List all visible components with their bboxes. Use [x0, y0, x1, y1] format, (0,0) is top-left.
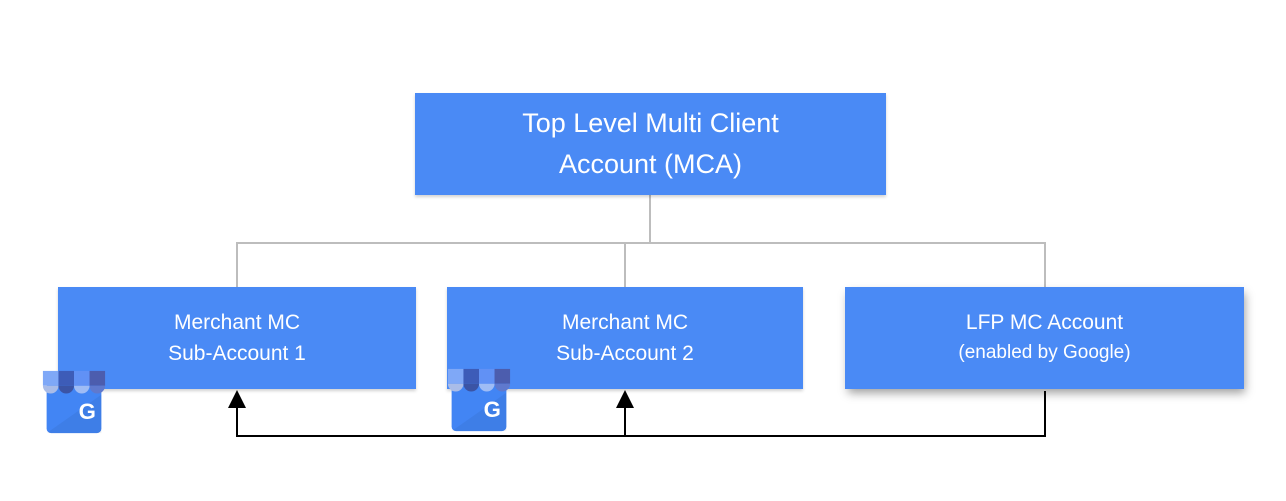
arrowhead-to-sub2	[616, 390, 634, 408]
google-business-profile-icon: G	[42, 370, 106, 434]
arrow-line-from-lfp	[1044, 391, 1046, 437]
node-lfp-mc-account: LFP MC Account (enabled by Google)	[845, 287, 1244, 389]
node-merchant-sub-account-1: Merchant MC Sub-Account 1	[58, 287, 416, 389]
arrowhead-to-sub1	[228, 390, 246, 408]
arrow-line-horizontal	[236, 435, 1046, 437]
google-business-profile-icon: G	[447, 368, 511, 432]
node-label-line2: Account (MCA)	[558, 149, 743, 179]
node-top-level-mca: Top Level Multi Client Account (MCA)	[415, 93, 886, 195]
node-label-line2: Sub-Account 1	[168, 342, 306, 365]
node-label-line1: LFP MC Account	[965, 311, 1124, 334]
node-label-line2: Sub-Account 2	[556, 342, 694, 365]
tree-connector-drop-lfp	[1044, 244, 1046, 287]
tree-connector-horizontal	[236, 242, 1046, 244]
node-label-line1: Merchant MC	[173, 311, 301, 334]
tree-connector-root-vertical	[649, 195, 651, 242]
node-label-line1: Merchant MC	[561, 311, 689, 334]
arrow-line-to-sub1	[236, 406, 238, 435]
tree-connector-drop-sub1	[236, 244, 238, 287]
arrow-line-to-sub2	[624, 406, 626, 435]
gmb-icon-letter: G	[484, 397, 501, 422]
tree-connector-drop-sub2	[624, 244, 626, 287]
node-label-line1: Top Level Multi Client	[522, 108, 779, 138]
gmb-icon-letter: G	[79, 399, 96, 424]
node-label-line2: (enabled by Google)	[958, 342, 1131, 363]
